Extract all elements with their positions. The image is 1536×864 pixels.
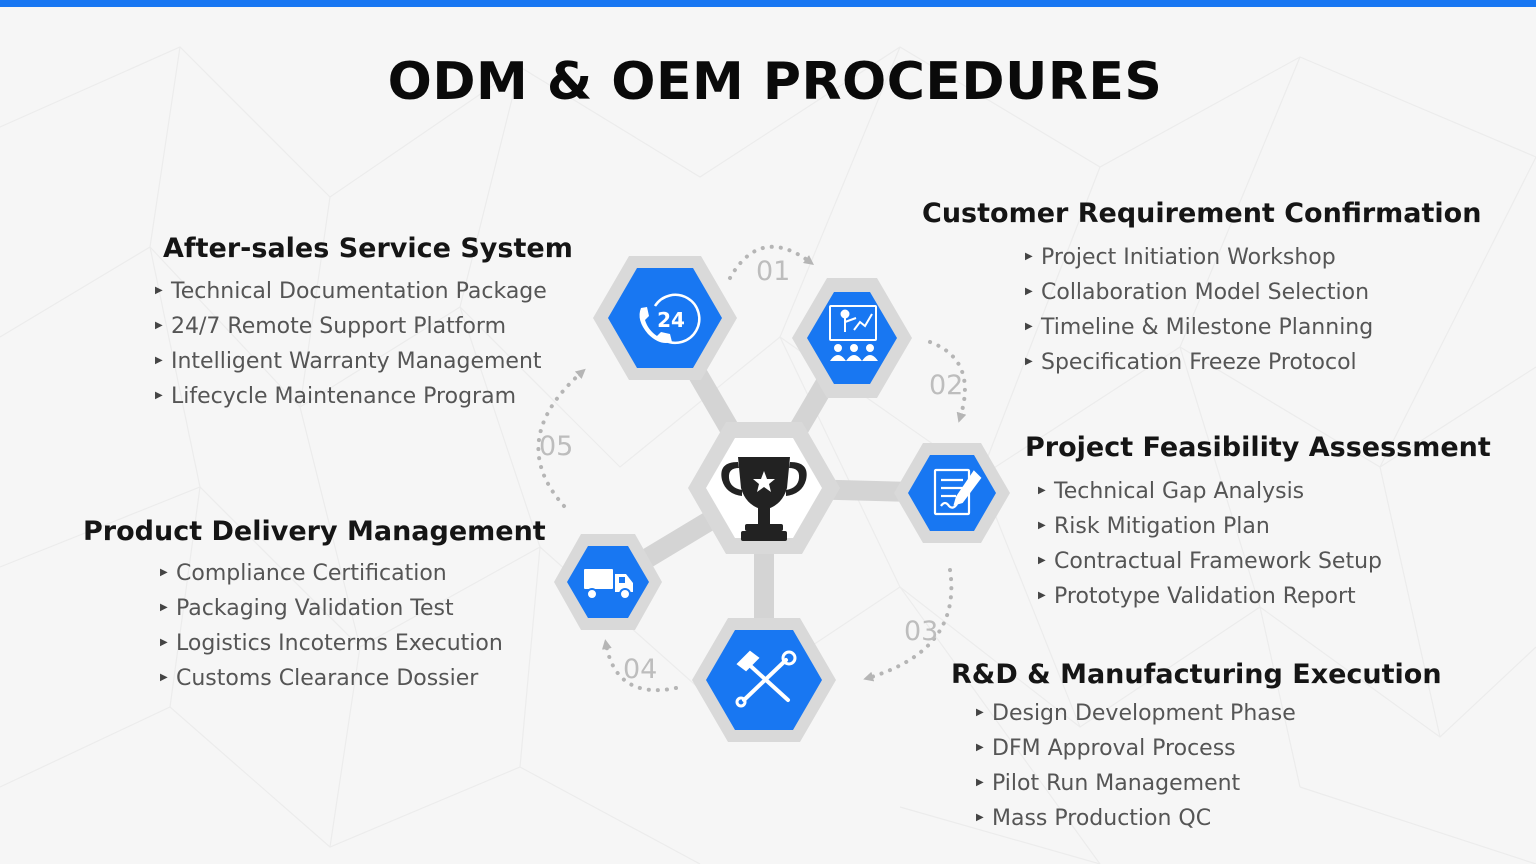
list-item: ▶Compliance Certification [160, 561, 447, 586]
list-item: ▶Contractual Framework Setup [1038, 549, 1382, 574]
step-05-hexagon: 24 [593, 256, 737, 380]
list-item: ▶Intelligent Warranty Management [155, 349, 542, 374]
step-04-heading: Product Delivery Management [83, 516, 546, 547]
tools-icon [735, 650, 797, 708]
list-item: ▶Project Initiation Workshop [1025, 245, 1336, 270]
presentation-icon [829, 305, 879, 361]
arrow-02 [928, 340, 967, 423]
center-hub [688, 422, 840, 554]
list-item: ▶Technical Gap Analysis [1038, 479, 1305, 504]
list-item: ▶Prototype Validation Report [1038, 584, 1356, 609]
list-item: ▶Collaboration Model Selection [1025, 280, 1370, 305]
list-item: ▶Lifecycle Maintenance Program [155, 384, 516, 409]
top-accent-bar [0, 0, 1536, 7]
arrow-04 [601, 639, 678, 693]
list-item: ▶Pilot Run Management [976, 771, 1241, 796]
step-02-number: 02 [929, 370, 963, 401]
step-03-heading: R&D & Manufacturing Execution [951, 659, 1442, 690]
list-item: ▶Packaging Validation Test [160, 596, 454, 621]
step-01-hexagon [792, 278, 912, 398]
phone-24-icon: 24 [639, 293, 701, 345]
step-02-list: ▶Technical Gap Analysis ▶Risk Mitigation… [1038, 474, 1382, 614]
step-04-hexagon [554, 534, 662, 630]
step-01-list: ▶Project Initiation Workshop ▶Collaborat… [1025, 240, 1373, 380]
step-03-list: ▶Design Development Phase ▶DFM Approval … [976, 696, 1296, 836]
step-02-heading: Project Feasibility Assessment [1025, 432, 1491, 463]
list-item: ▶Timeline & Milestone Planning [1025, 315, 1374, 340]
page-title: ODM & OEM PROCEDURES [387, 52, 1163, 112]
list-item: ▶Mass Production QC [976, 806, 1212, 831]
arrow-03 [863, 568, 954, 682]
step-03-number: 03 [904, 616, 938, 647]
flow-arrows [536, 244, 967, 693]
step-05-list: ▶Technical Documentation Package ▶24/7 R… [155, 274, 547, 414]
list-item: ▶DFM Approval Process [976, 736, 1236, 761]
step-01-heading: Customer Requirement Confirmation [922, 198, 1482, 229]
truck-icon [584, 569, 633, 600]
document-edit-icon [933, 468, 982, 516]
list-item: ▶Risk Mitigation Plan [1038, 514, 1270, 539]
list-item: ▶Customs Clearance Dossier [160, 666, 479, 691]
step-04-list: ▶Compliance Certification ▶Packaging Val… [160, 556, 503, 696]
list-item: ▶Technical Documentation Package [155, 279, 547, 304]
step-05-heading: After-sales Service System [163, 233, 573, 264]
step-01-number: 01 [756, 256, 790, 287]
step-05-number: 05 [539, 431, 573, 462]
list-item: ▶Design Development Phase [976, 701, 1296, 726]
background-pattern [0, 46, 1536, 864]
list-item: ▶Specification Freeze Protocol [1025, 350, 1357, 375]
trophy-icon [721, 457, 807, 541]
list-item: ▶24/7 Remote Support Platform [155, 314, 507, 339]
svg-text:24: 24 [657, 308, 685, 332]
step-04-number: 04 [623, 654, 657, 685]
arrow-05 [536, 368, 586, 508]
step-02-hexagon [894, 443, 1010, 543]
list-item: ▶Logistics Incoterms Execution [160, 631, 503, 656]
step-03-hexagon [692, 618, 836, 742]
